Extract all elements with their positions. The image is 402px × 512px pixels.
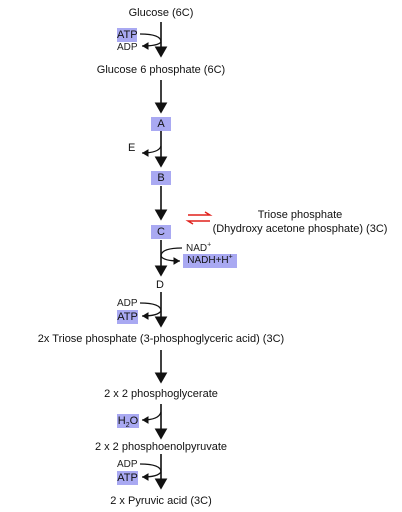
phosphoglycerate-label: 2 x 2 phosphoglycerate [104, 388, 218, 400]
box-b: B [151, 171, 171, 185]
h2o-o: O [129, 415, 139, 427]
nad-text: NAD [186, 243, 208, 254]
pyruvic-label: 2 x Pyruvic acid (3C) [110, 495, 212, 507]
adp-label-1: ADP [117, 42, 138, 53]
adp-atp-curve-2 [139, 302, 162, 320]
e-label: E [128, 142, 136, 154]
adp-atp-curve-3 [139, 463, 162, 481]
box-a: A [151, 117, 171, 131]
nadh-box: NADH+H+ [183, 254, 237, 268]
glucose-label: Glucose (6C) [128, 7, 194, 19]
triose-2x-label: 2x Triose phosphate (3-phosphoglyceric a… [37, 333, 285, 345]
triose-label-line1: Triose phosphate [257, 209, 343, 221]
triose-label-line2: (Dhydroxy acetone phosphate) (3C) [212, 223, 388, 235]
g6p-label: Glucose 6 phosphate (6C) [96, 64, 226, 76]
nadh-plus: + [228, 253, 233, 261]
adp-label-2: ADP [117, 298, 138, 309]
e-curve [141, 145, 162, 157]
atp-box-1: ATP [117, 28, 138, 42]
atp-adp-curve-1 [139, 33, 162, 50]
nad-plus: + [207, 241, 212, 249]
equilibrium-arrows-icon [185, 211, 213, 225]
h2o-box: H2O [117, 414, 139, 430]
atp-box-3: ATP [117, 471, 138, 485]
nad-curve [160, 247, 183, 265]
h2o-sub: 2 [125, 422, 130, 430]
d-label: D [156, 279, 164, 291]
nad-label: NAD+ [186, 242, 211, 255]
box-c: C [151, 225, 171, 239]
h2o-h: H [117, 415, 126, 427]
h2o-curve [141, 411, 162, 424]
nadh-text: NADH+H [187, 255, 229, 266]
atp-box-2: ATP [117, 310, 138, 324]
pep-label: 2 x 2 phosphoenolpyruvate [94, 441, 228, 453]
adp-label-3: ADP [117, 459, 138, 470]
